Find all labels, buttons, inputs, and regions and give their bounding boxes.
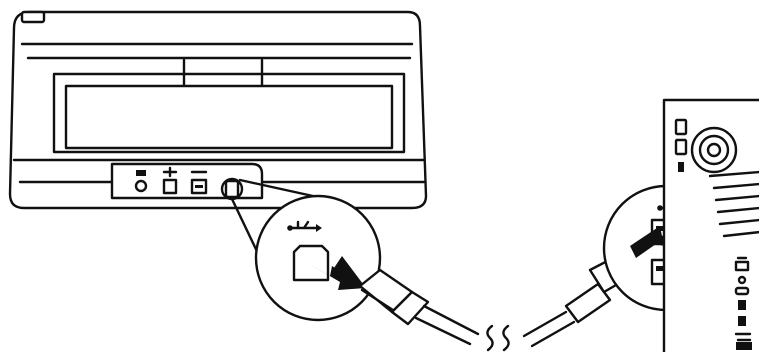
scanner-port-magnifier [256,196,380,320]
rear-port-panel [112,164,262,199]
scanner-rear-view [10,12,426,208]
scanner-top-button [22,12,44,22]
usb-b-port [294,246,328,280]
cable-break-icon [487,326,508,350]
computer-tower-rear-view [664,100,759,352]
rear-paper-window [66,86,392,148]
usb-b-cable [360,270,478,344]
tower-case [664,100,759,352]
